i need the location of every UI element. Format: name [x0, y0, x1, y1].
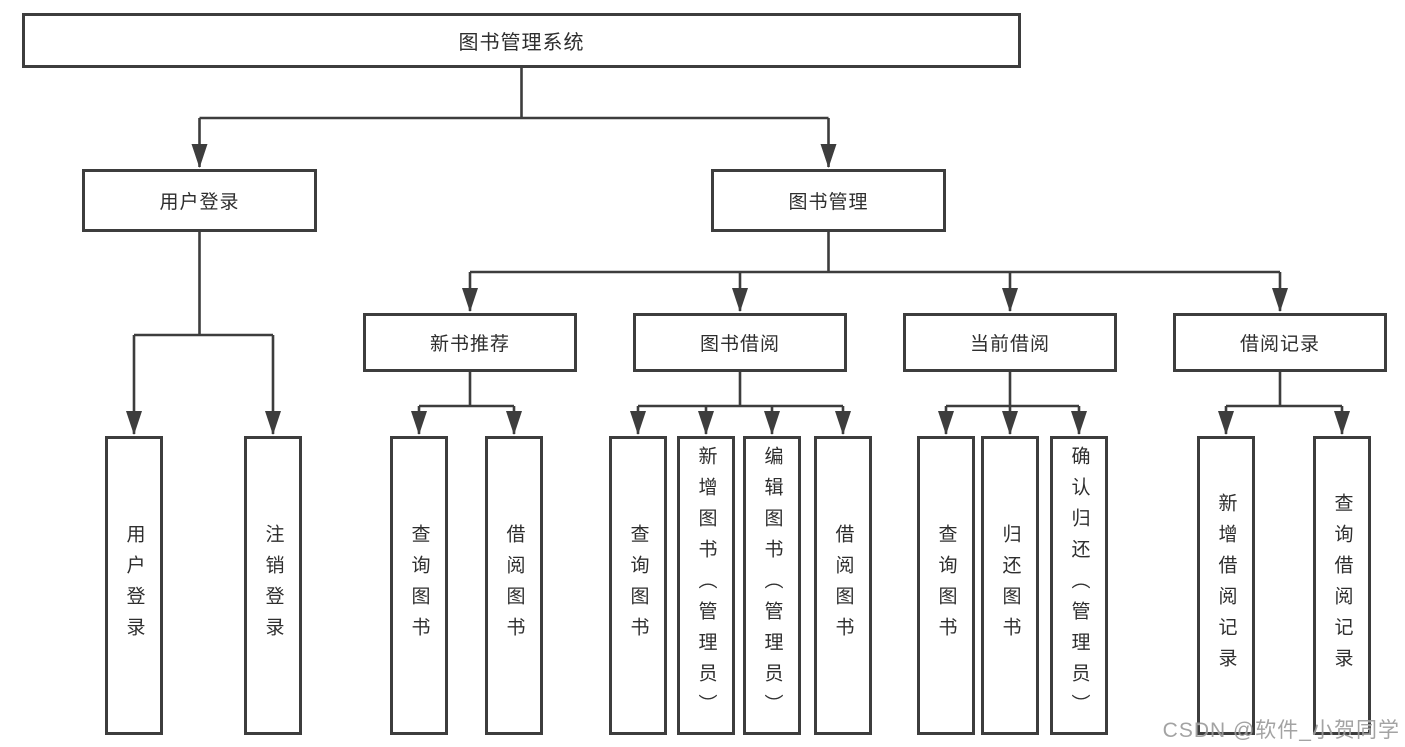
- leaf-borrow-books: 借阅图书: [485, 436, 543, 735]
- leaf-user-login: 用户登录: [105, 436, 163, 735]
- leaf-edit-books-admin: 编辑图书（管理员）: [743, 436, 801, 735]
- leaf-confirm-return-admin: 确认归还（管理员）: [1050, 436, 1108, 735]
- leaf-add-books-admin: 新增图书（管理员）: [677, 436, 735, 735]
- node-book-management-branch: 图书管理: [711, 169, 946, 232]
- csdn-watermark: CSDN @软件_小贺同学: [1162, 719, 1400, 742]
- node-label: 图书借阅: [699, 334, 780, 355]
- node-label: 借阅记录: [1239, 334, 1320, 355]
- node-label: 图书管理系统: [458, 32, 585, 54]
- leaf-query-books: 查询图书: [390, 436, 448, 735]
- node-borrowing-records: 借阅记录: [1173, 313, 1387, 372]
- node-library-management-system: 图书管理系统: [22, 13, 1021, 68]
- node-label: 新书推荐: [429, 334, 510, 355]
- node-current-borrowing: 当前借阅: [903, 313, 1117, 372]
- node-label: 图书管理: [788, 192, 869, 213]
- leaf-return-books: 归还图书: [981, 436, 1039, 735]
- leaf-query-borrow-record: 查询借阅记录: [1313, 436, 1371, 735]
- node-new-book-recommendation: 新书推荐: [363, 313, 577, 372]
- leaf-add-borrow-record: 新增借阅记录: [1197, 436, 1255, 735]
- node-book-borrowing: 图书借阅: [633, 313, 847, 372]
- node-label: 用户登录: [159, 192, 240, 213]
- leaf-borrow-books: 借阅图书: [814, 436, 872, 735]
- connector-trunks: [134, 68, 1342, 408]
- leaf-query-books: 查询图书: [609, 436, 667, 735]
- leaf-logout: 注销登录: [244, 436, 302, 735]
- node-label: 当前借阅: [969, 334, 1050, 355]
- leaf-query-books: 查询图书: [917, 436, 975, 735]
- node-user-login-branch: 用户登录: [82, 169, 317, 232]
